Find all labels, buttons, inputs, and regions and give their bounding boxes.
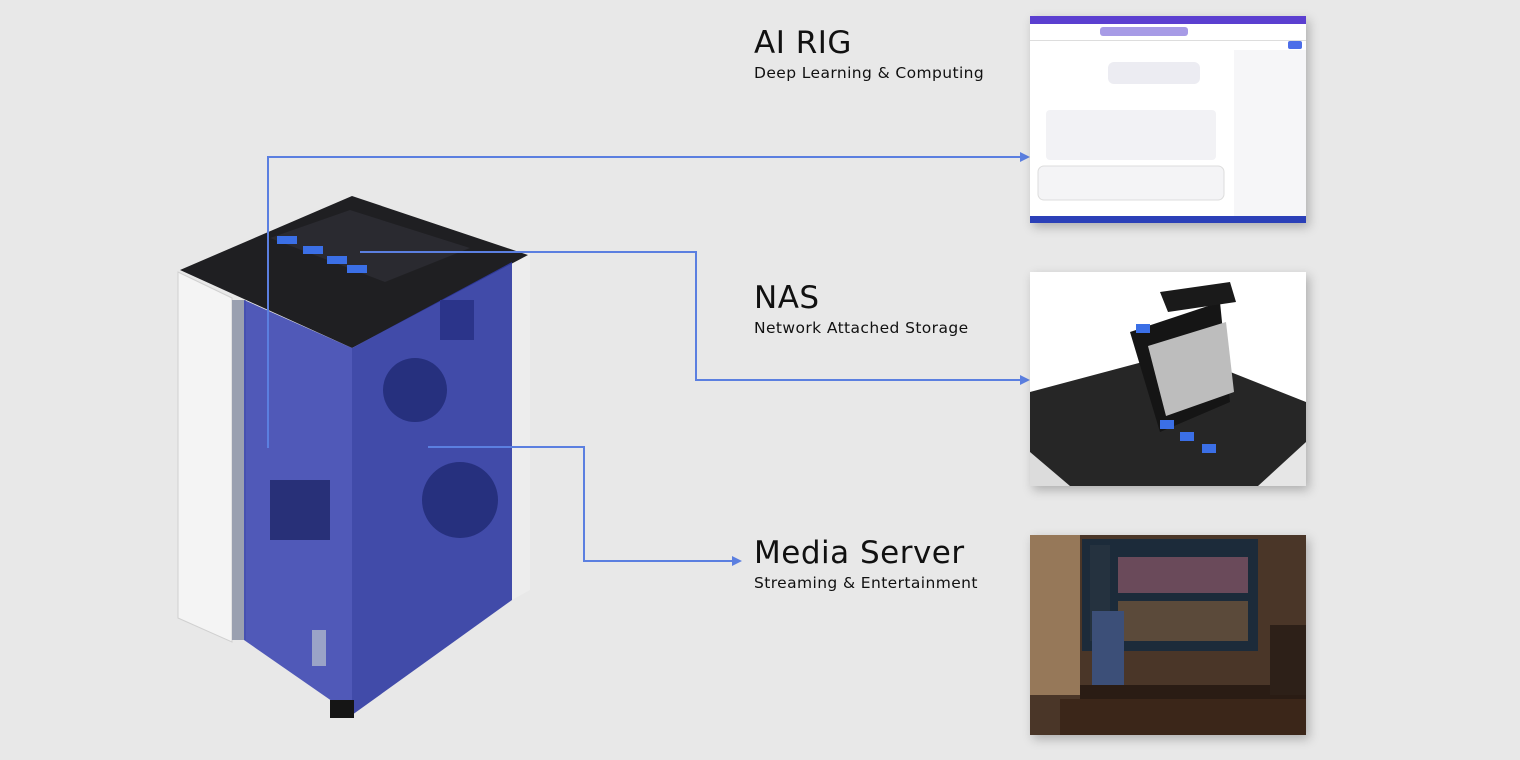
drive-sled-illustration: [1030, 282, 1306, 486]
chat-app-illustration: [1030, 16, 1306, 223]
media-server-image: [1030, 535, 1306, 735]
drive-bay-top: [270, 210, 470, 282]
case-left-white-panel: [177, 271, 233, 643]
label-subtitle: Deep Learning & Computing: [754, 64, 985, 82]
cpu-socket: [270, 480, 330, 540]
arrowhead-nas: [1020, 375, 1030, 385]
label-subtitle: Network Attached Storage: [754, 319, 969, 337]
drive-led-1: [277, 236, 297, 244]
ai-rig-screenshot: [1030, 16, 1306, 223]
living-room-tv-illustration: [1030, 535, 1306, 735]
ram-slots: [440, 300, 474, 340]
drive-led-2: [303, 246, 323, 254]
fan-bottom: [422, 462, 498, 538]
connector-ai-rig: [267, 156, 1024, 448]
connector-media-server: [428, 446, 736, 562]
label-media-server: Media Server Streaming & Entertainment: [754, 536, 978, 593]
arrowhead-media-server: [732, 556, 742, 566]
case-mesh-strip: [232, 300, 246, 640]
label-title: Media Server: [754, 535, 965, 571]
label-nas: NAS Network Attached Storage: [754, 281, 969, 338]
io-ports: [312, 630, 326, 666]
connectors: [267, 156, 1024, 562]
label-title: NAS: [754, 280, 820, 316]
label-ai-rig: AI RIG Deep Learning & Computing: [754, 26, 984, 83]
drive-led-4: [347, 265, 367, 273]
label-title: AI RIG: [754, 25, 852, 61]
drive-led-3: [327, 256, 347, 264]
fan-top: [383, 358, 447, 422]
label-subtitle: Streaming & Entertainment: [754, 574, 978, 592]
connector-nas: [360, 251, 1024, 381]
case-right-white-panel: [512, 252, 530, 600]
arrowhead-ai-rig: [1020, 152, 1030, 162]
nas-image: [1030, 272, 1306, 486]
case-foot: [330, 700, 354, 718]
